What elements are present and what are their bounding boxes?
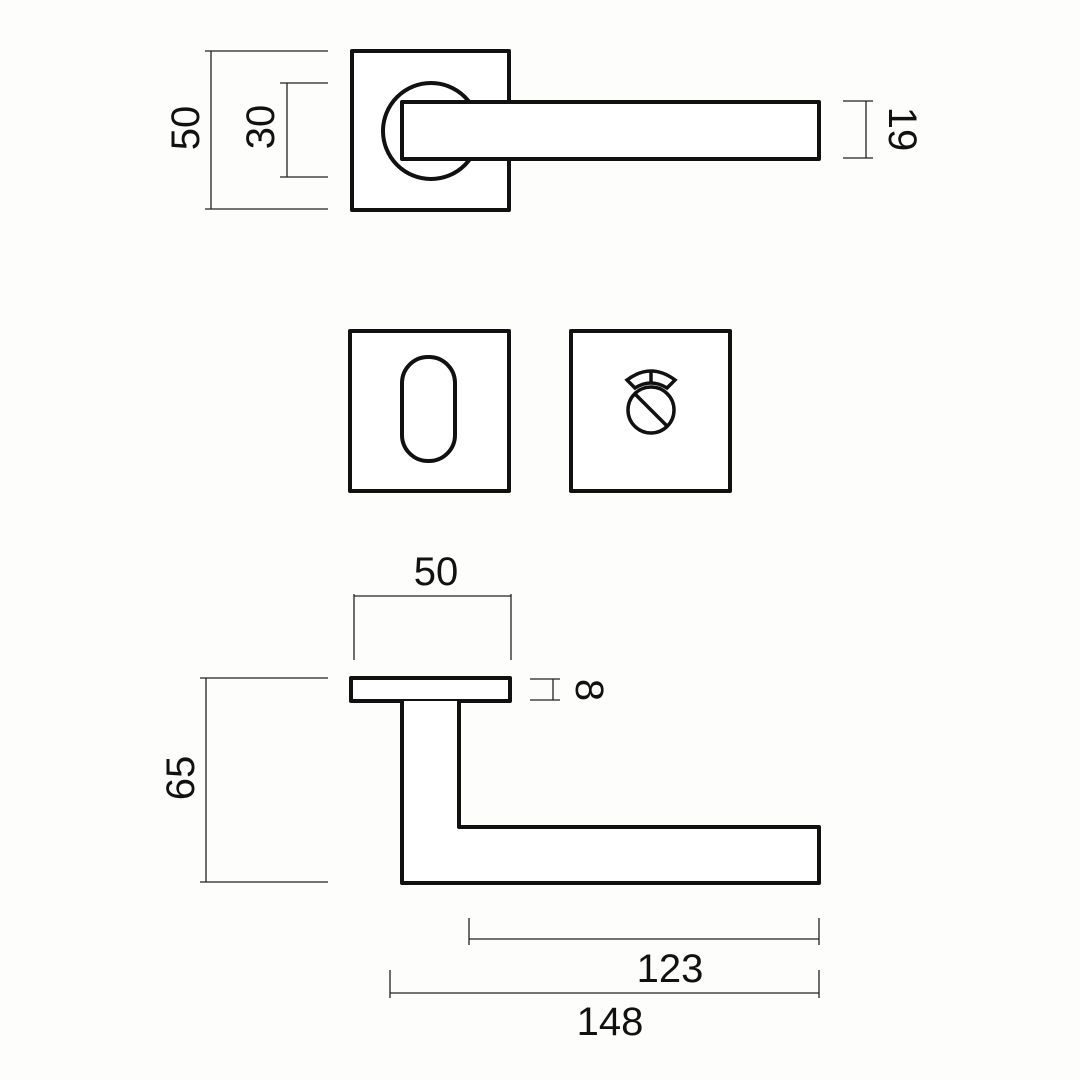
dim-19: 19	[843, 100, 924, 159]
dim-30: 30	[239, 82, 328, 178]
dim-label: 19	[880, 107, 924, 152]
side-view: 50 8 65 123 148	[159, 550, 821, 1044]
dim-65: 65	[159, 677, 328, 883]
dim-8: 8	[530, 678, 611, 701]
dim-148: 148	[389, 970, 820, 1044]
dim-label: 65	[159, 756, 203, 801]
rose-side	[349, 676, 512, 703]
dim-label: 30	[239, 105, 283, 150]
top-view: 50 30 19	[164, 49, 924, 212]
dim-123: 123	[468, 918, 820, 991]
privacy-turn-icon	[624, 369, 678, 435]
lever-top	[400, 100, 821, 161]
dim-label: 148	[577, 1000, 644, 1044]
keyhole-icon	[400, 355, 457, 463]
dim-label: 8	[567, 679, 611, 701]
dim-50-horizontal: 50	[353, 550, 512, 660]
dim-50-vertical: 50	[164, 50, 328, 210]
key-escutcheon	[348, 329, 511, 493]
lever-side	[400, 701, 821, 885]
dim-label: 50	[414, 550, 459, 594]
privacy-escutcheon	[569, 329, 732, 493]
dim-label: 123	[637, 947, 704, 991]
dim-label: 50	[164, 106, 208, 151]
